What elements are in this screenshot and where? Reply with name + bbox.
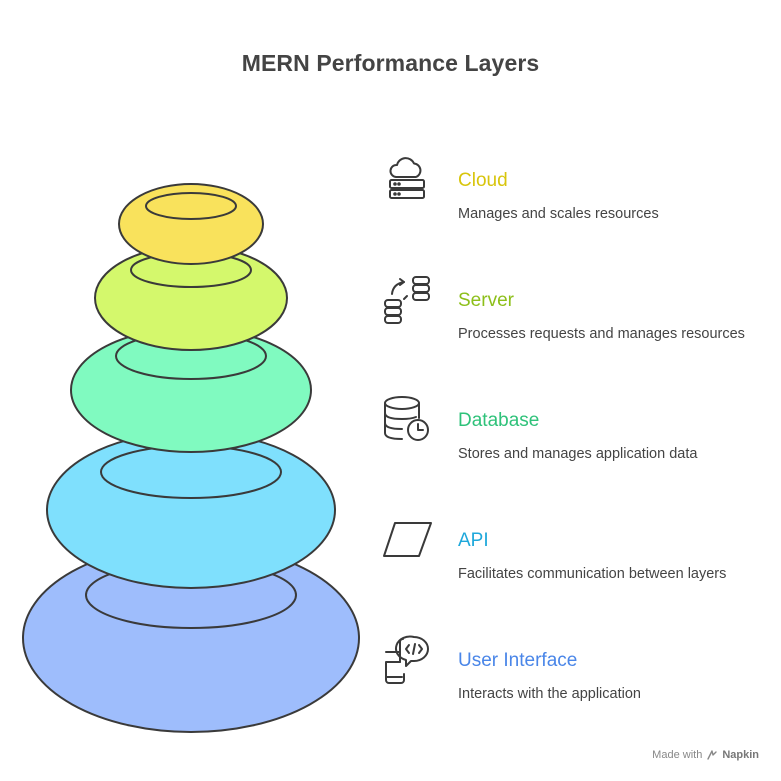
- credit-prefix: Made with: [652, 749, 703, 761]
- layer-title-api: API: [458, 530, 489, 551]
- database-clock-icon: [384, 396, 429, 441]
- cloud-server-icon: [389, 157, 425, 199]
- ring-cloud-hole: [145, 192, 237, 220]
- mobile-code-icon: [385, 635, 429, 684]
- ring-cloud: [118, 183, 264, 265]
- layer-desc-server: Processes requests and manages resources: [458, 326, 745, 342]
- parallelogram-icon: [383, 522, 432, 557]
- layer-desc-database: Stores and manages application data: [458, 446, 698, 462]
- layer-title-server: Server: [458, 290, 514, 311]
- layer-title-database: Database: [458, 410, 540, 431]
- layer-desc-api: Facilitates communication between layers: [458, 566, 727, 582]
- napkin-logo-icon: [707, 750, 718, 760]
- ring-api: [46, 431, 336, 589]
- server-sync-icon: [384, 276, 430, 324]
- layer-title-cloud: Cloud: [458, 170, 508, 191]
- page-title: MERN Performance Layers: [241, 50, 540, 76]
- layer-desc-cloud: Manages and scales resources: [458, 206, 659, 222]
- credit-brand: Napkin: [722, 749, 759, 761]
- layer-desc-user-interface: Interacts with the application: [458, 686, 641, 702]
- napkin-credit: Made with Napkin: [652, 749, 759, 761]
- layer-title-user-interface: User Interface: [458, 650, 578, 671]
- ring-api-hole: [100, 445, 282, 499]
